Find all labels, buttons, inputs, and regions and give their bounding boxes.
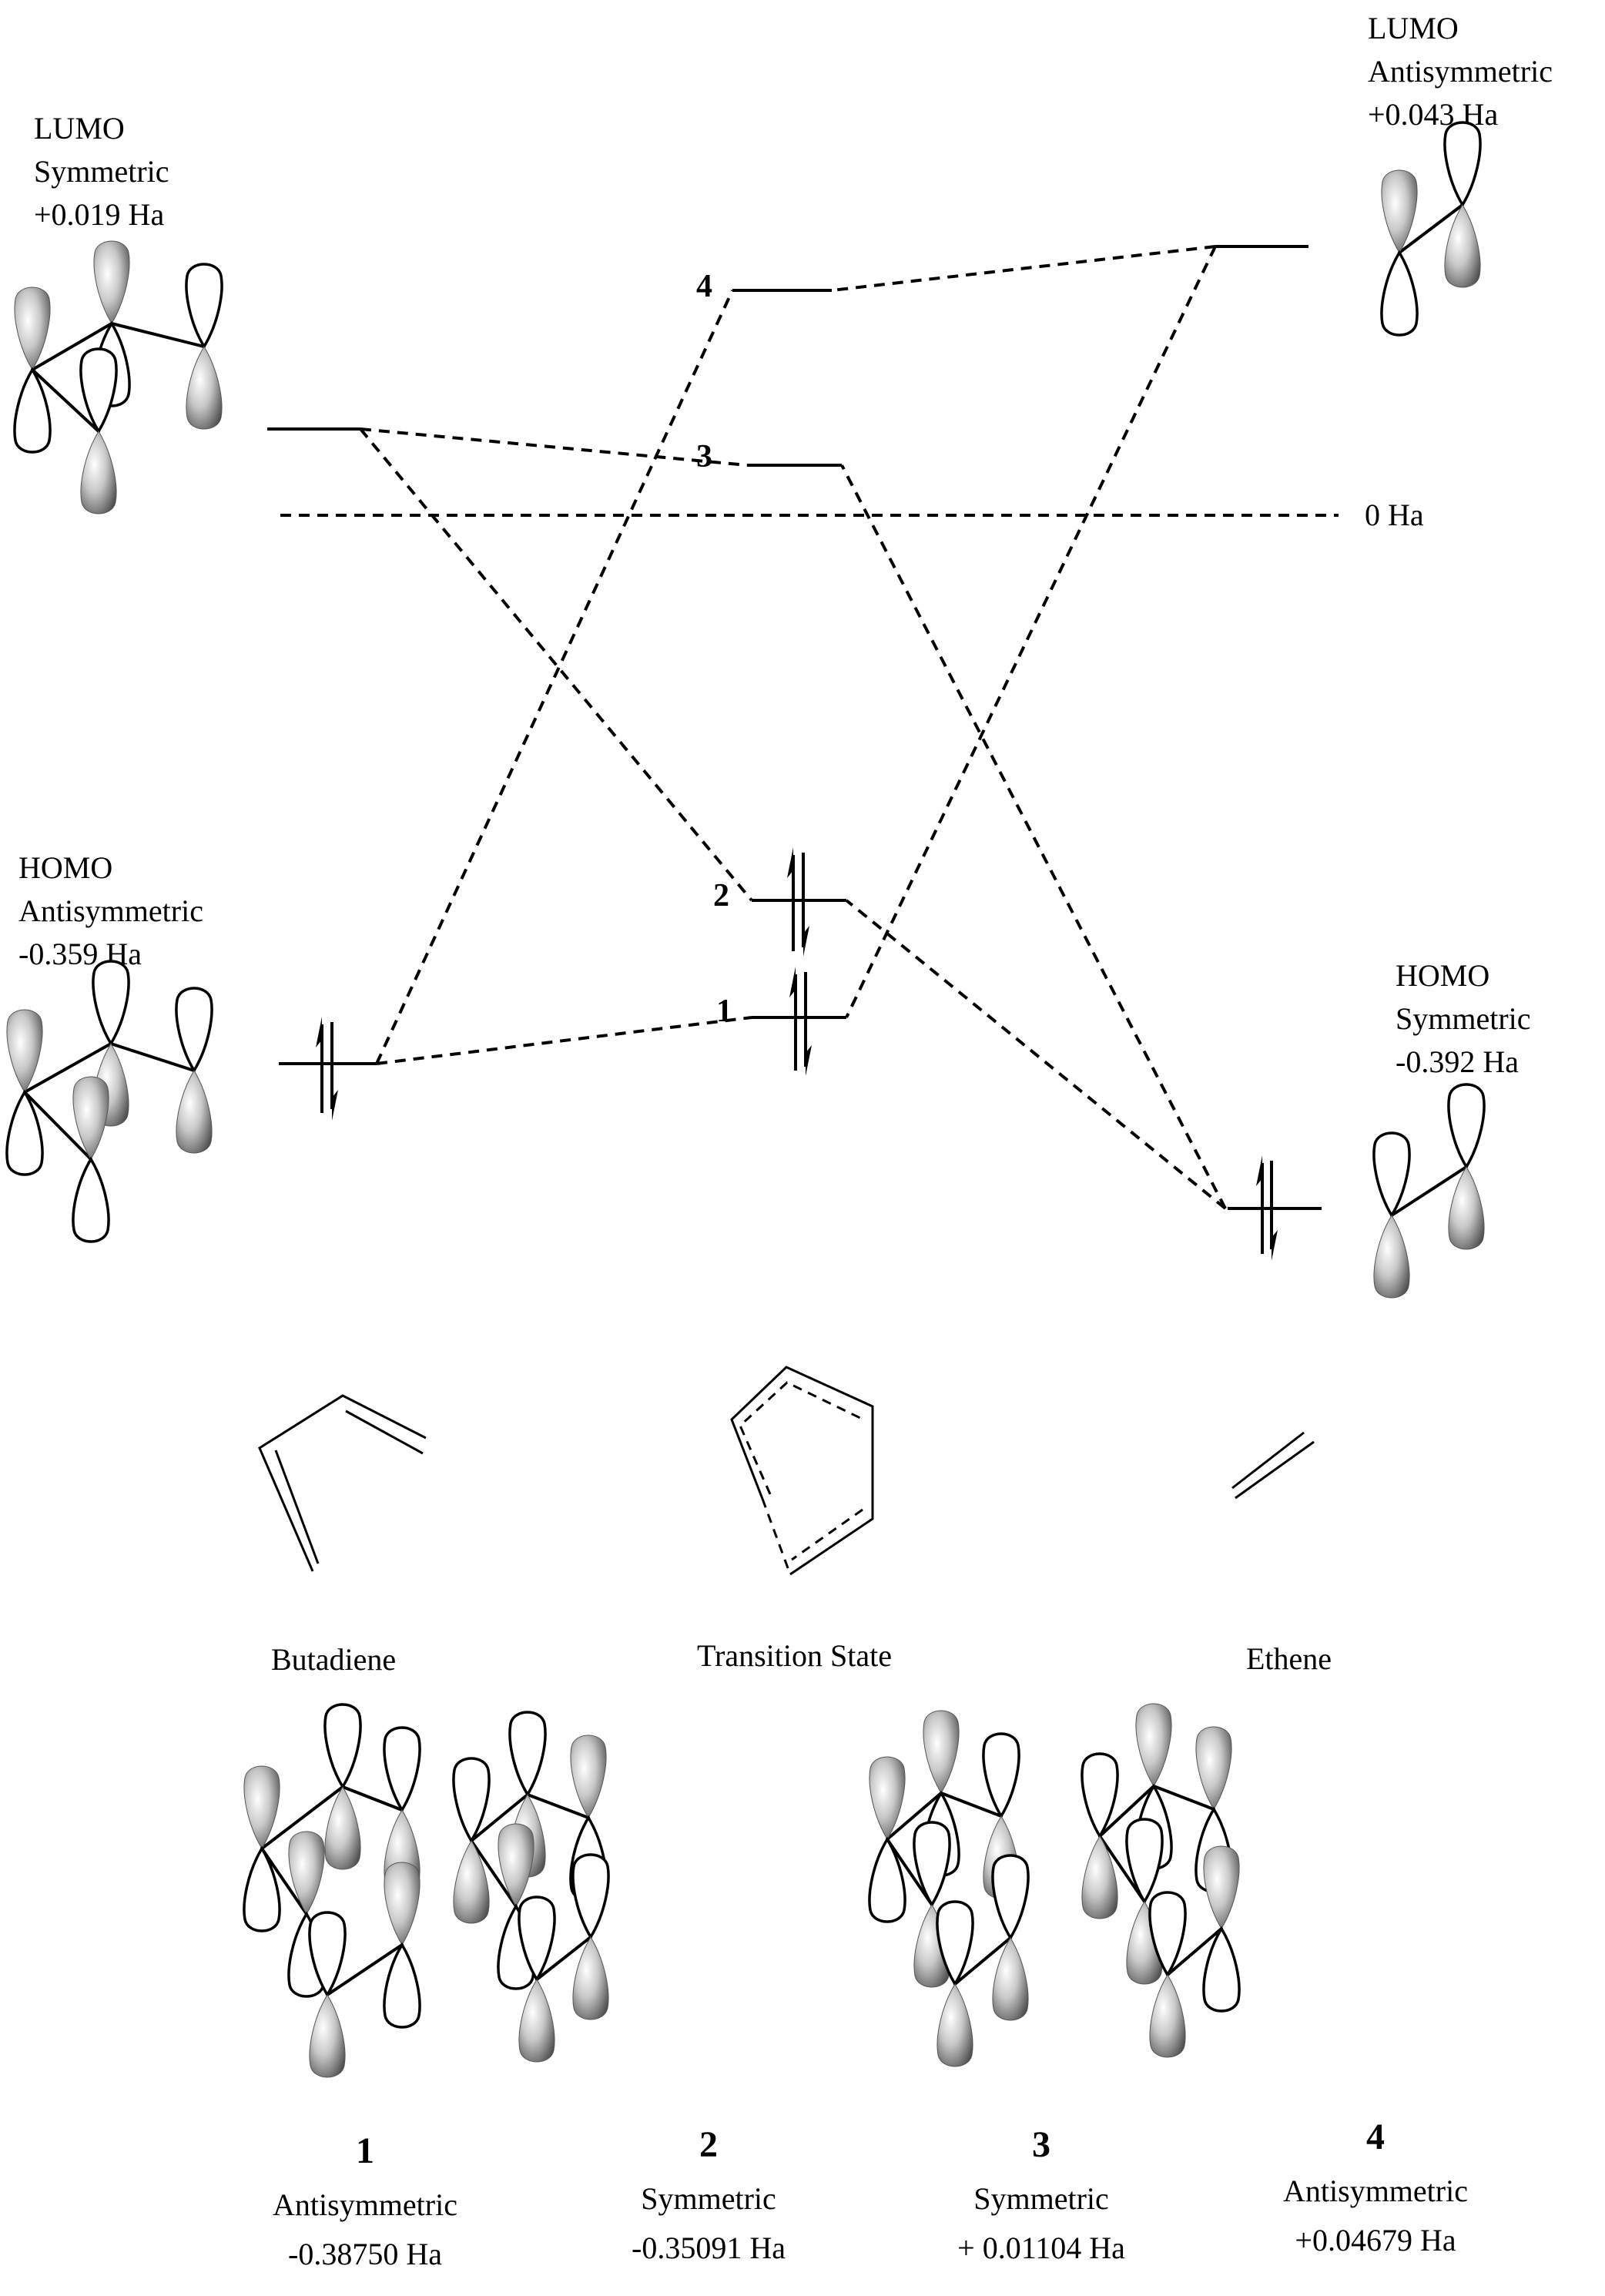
ethene-homo-symmetry: Symmetric: [1396, 1001, 1531, 1036]
ts-orbital-3-caption: 3 Symmetric + 0.01104 Ha: [957, 2124, 1125, 2265]
ethene-lumo-symmetry: Antisymmetric: [1368, 54, 1553, 89]
corr-bd-homo-ts1: [376, 1016, 752, 1065]
ethene-name: Ethene: [1246, 1641, 1332, 1676]
level-ts-3-number: 3: [696, 439, 712, 474]
corr-et-homo-ts2: [845, 899, 1227, 1210]
zero-energy-line: 0 Ha: [280, 498, 1424, 532]
ethene-homo-orbital-icon: [1374, 1084, 1484, 1298]
butadiene-name: Butadiene: [271, 1642, 396, 1677]
ts-orbital-1-caption: 1 Antisymmetric -0.38750 Ha: [273, 2130, 457, 2271]
ts-orbital-2-energy: -0.35091 Ha: [632, 2231, 786, 2265]
ts-orbital-4-caption: 4 Antisymmetric +0.04679 Ha: [1283, 2117, 1468, 2257]
ts-orbital-1-icon: [244, 1704, 420, 2077]
corr-et-lumo-ts1: [845, 246, 1217, 1018]
butadiene-homo-orbital-icon: [7, 961, 212, 1242]
ts-orbital-3-symmetry: Symmetric: [973, 2181, 1109, 2216]
ts-orbital-1-symmetry: Antisymmetric: [273, 2187, 457, 2222]
transition-state-name: Transition State: [697, 1638, 892, 1673]
ethene-homo-energy: -0.392 Ha: [1396, 1044, 1519, 1079]
spin-pair-ts-2: [787, 847, 809, 957]
ts-orbital-1-energy: -0.38750 Ha: [288, 2237, 442, 2271]
butadiene-lumo-energy: +0.019 Ha: [34, 197, 164, 232]
spin-pair-ts-1: [789, 967, 812, 1076]
correlation-lines: [359, 245, 1227, 1210]
ts-orbital-3-icon: [870, 1711, 1028, 2066]
corr-bd-lumo-ts2: [359, 427, 753, 902]
butadiene-lumo-symmetry: Symmetric: [34, 154, 169, 189]
transition-state-structure: [730, 1366, 874, 1576]
butadiene-lumo-title: LUMO: [34, 111, 125, 146]
ethene-structure: [1231, 1431, 1315, 1500]
ts-orbital-2-icon: [454, 1712, 608, 2062]
ts-orbital-4-energy: +0.04679 Ha: [1295, 2223, 1456, 2257]
corr-bd-lumo-ts3: [360, 427, 748, 467]
butadiene-lumo-orbital-icon: [15, 241, 222, 514]
corr-et-homo-ts3: [840, 464, 1227, 1209]
butadiene-homo-symmetry: Antisymmetric: [18, 893, 203, 928]
butadiene-structure: [258, 1394, 427, 1572]
butadiene-homo-label: HOMO Antisymmetric -0.359 Ha: [18, 850, 203, 971]
ethene-homo-label: HOMO Symmetric -0.392 Ha: [1396, 958, 1531, 1079]
ts-orbital-2-caption: 2 Symmetric -0.35091 Ha: [632, 2124, 786, 2265]
ts-orbital-4-icon: [1082, 1704, 1239, 2057]
spin-pair-butadiene-homo: [316, 1017, 338, 1121]
zero-energy-label: 0 Ha: [1365, 498, 1424, 532]
energy-levels: 4 3 2 1: [267, 245, 1322, 1210]
butadiene-homo-title: HOMO: [18, 850, 112, 885]
spin-pair-ethene-homo: [1256, 1155, 1278, 1261]
ts-orbital-2-number: 2: [699, 2124, 718, 2165]
ts-orbital-3-energy: + 0.01104 Ha: [957, 2231, 1125, 2265]
level-ts-4-number: 4: [696, 269, 712, 304]
ts-orbital-2-symmetry: Symmetric: [641, 2181, 776, 2216]
butadiene-lumo-label: LUMO Symmetric +0.019 Ha: [34, 111, 169, 232]
ts-orbital-4-symmetry: Antisymmetric: [1283, 2174, 1468, 2208]
electron-pairs: [316, 847, 1278, 1261]
ethene-lumo-orbital-icon: [1382, 122, 1480, 335]
ts-orbital-1-number: 1: [356, 2130, 374, 2171]
corr-bd-homo-ts4: [375, 290, 734, 1064]
level-ts-1-number: 1: [716, 994, 732, 1029]
ethene-lumo-energy: +0.043 Ha: [1368, 97, 1498, 132]
ethene-lumo-title: LUMO: [1368, 11, 1459, 45]
ts-orbital-4-number: 4: [1366, 2117, 1385, 2157]
ts-orbital-3-number: 3: [1032, 2124, 1050, 2165]
level-ts-2-number: 2: [713, 878, 729, 913]
corr-et-lumo-ts4: [831, 245, 1216, 292]
ethene-lumo-label: LUMO Antisymmetric +0.043 Ha: [1368, 11, 1553, 132]
ethene-homo-title: HOMO: [1396, 958, 1489, 993]
